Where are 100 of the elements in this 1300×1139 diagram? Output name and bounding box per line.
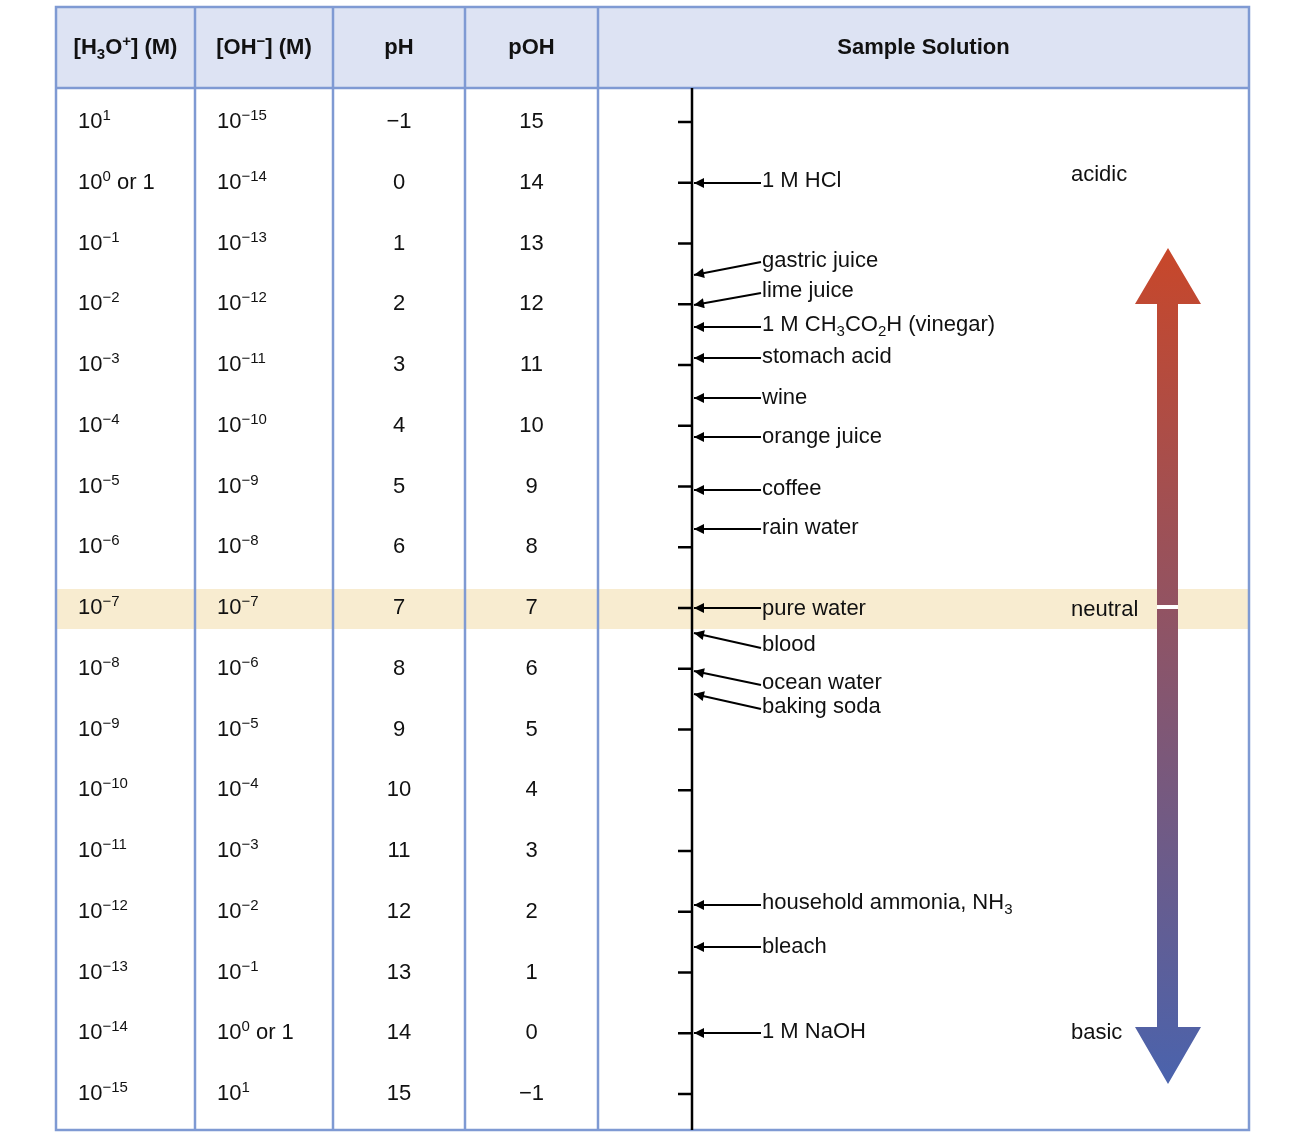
concentration-value: 10$^{−3}$ <box>217 837 259 863</box>
concentration-value: 10$^{−3}$ <box>78 351 120 377</box>
concentration-value: 10$^{−12}$ <box>217 290 267 317</box>
sample-label: baking soda <box>762 693 881 719</box>
leader-line <box>693 432 762 442</box>
poh-value: 12 <box>518 290 545 317</box>
ph-value: −1 <box>385 108 413 134</box>
leader-line <box>693 485 762 495</box>
ph-value: 11 <box>386 837 412 863</box>
concentration-value: 10$^{−14}$ <box>217 168 267 195</box>
column-header: pOH <box>507 34 556 60</box>
column-header: pH <box>383 34 415 60</box>
ph-value: 7 <box>391 594 407 620</box>
leader-line <box>693 630 762 649</box>
sample-label: wine <box>762 384 808 410</box>
leader-line <box>693 942 762 952</box>
concentration-value: 10$^{−2}$ <box>78 290 120 317</box>
column-header: [OH$^{−}$] (M) <box>215 34 313 60</box>
column-header: Sample Solution <box>836 34 1011 60</box>
poh-value: 2 <box>524 897 539 924</box>
sample-label: household ammonia, NH$_{3}$ <box>762 889 1013 915</box>
concentration-value: 10$^{−7}$ <box>217 594 259 620</box>
concentration-value: 10$^{−10}$ <box>78 776 128 803</box>
ph-value: 0 <box>391 168 407 195</box>
sample-label: stomach acid <box>762 343 892 369</box>
concentration-value: 10$^{−1}$ <box>217 958 259 985</box>
poh-value: 9 <box>524 472 539 499</box>
concentration-value: 10$^{−15}$ <box>217 108 267 134</box>
ph-value: 8 <box>391 654 407 681</box>
ph-value: 14 <box>385 1019 413 1046</box>
concentration-value: 10$^{−2}$ <box>217 897 259 924</box>
poh-value: 6 <box>524 654 539 681</box>
poh-value: 5 <box>524 715 539 742</box>
concentration-value: 10$^{−8}$ <box>78 654 120 681</box>
concentration-value: 10$^{−10}$ <box>217 411 267 438</box>
sample-label: 1 M HCl <box>762 167 842 193</box>
concentration-value: 10$^{−8}$ <box>217 533 259 560</box>
scale-drawing <box>678 88 694 1130</box>
poh-value: 11 <box>519 351 544 377</box>
concentration-value: 10$^{−11}$ <box>78 837 127 863</box>
concentration-value: 10$^{−4}$ <box>217 776 259 803</box>
sample-label: blood <box>762 631 816 657</box>
sample-label: orange juice <box>762 423 882 449</box>
concentration-value: 10$^{−13}$ <box>78 958 128 985</box>
concentration-value: 10$^{−9}$ <box>78 715 120 742</box>
poh-value: 14 <box>518 168 545 195</box>
ph-value: 5 <box>391 472 407 499</box>
sample-label: ocean water <box>762 669 882 695</box>
concentration-value: 10$^{1}$ <box>217 1080 250 1106</box>
ph-value: 4 <box>391 411 407 438</box>
concentration-value: 10$^{0}$ or 1 <box>78 168 155 195</box>
scale-label: acidic <box>1071 161 1128 187</box>
sample-label: rain water <box>762 514 859 540</box>
column-header: [H$_{3}$O$^{+}$] (M) <box>72 34 179 60</box>
sample-label: lime juice <box>762 277 854 303</box>
concentration-value: 10$^{−14}$ <box>78 1019 128 1046</box>
poh-value: 10 <box>518 411 545 438</box>
leader-line <box>693 668 762 686</box>
leader-line <box>693 353 762 363</box>
leader-line <box>693 261 762 278</box>
leader-line <box>693 292 762 309</box>
scale-label: neutral <box>1071 596 1139 622</box>
poh-value: 0 <box>524 1019 539 1046</box>
scale-label: basic <box>1071 1019 1123 1045</box>
sample-label: gastric juice <box>762 247 879 273</box>
leader-line <box>693 1028 762 1038</box>
poh-value: 7 <box>524 594 539 620</box>
sample-label: pure water <box>762 595 866 621</box>
concentration-value: 10$^{−7}$ <box>78 594 120 620</box>
ph-value: 3 <box>391 351 407 377</box>
ph-value: 12 <box>385 897 413 924</box>
sample-label: coffee <box>762 475 822 501</box>
concentration-value: 10$^{−11}$ <box>217 351 266 377</box>
sample-label: 1 M CH$_{3}$CO$_{2}$H (vinegar) <box>762 311 996 337</box>
leader-line <box>693 178 762 188</box>
concentration-value: 10$^{0}$ or 1 <box>217 1019 294 1046</box>
concentration-value: 10$^{−5}$ <box>78 472 120 499</box>
poh-value: 8 <box>524 533 539 560</box>
poh-value: 15 <box>518 108 545 134</box>
concentration-value: 10$^{−13}$ <box>217 229 267 256</box>
ph-value: 6 <box>391 533 407 560</box>
concentration-value: 10$^{−9}$ <box>217 472 259 499</box>
leader-line <box>693 603 762 613</box>
concentration-value: 10$^{−1}$ <box>78 229 120 256</box>
concentration-value: 10$^{−6}$ <box>78 533 120 560</box>
concentration-value: 10$^{−12}$ <box>78 897 128 924</box>
concentration-value: 10$^{−6}$ <box>217 654 259 681</box>
poh-value: 13 <box>518 229 545 256</box>
poh-value: 4 <box>524 776 539 803</box>
ph-value: 15 <box>385 1080 413 1106</box>
concentration-value: 10$^{−5}$ <box>217 715 259 742</box>
ph-value: 2 <box>391 290 407 317</box>
concentration-value: 10$^{−4}$ <box>78 411 120 438</box>
poh-value: 3 <box>524 837 539 863</box>
ph-value: 13 <box>385 958 413 985</box>
sample-label: 1 M NaOH <box>762 1018 866 1044</box>
sample-label: bleach <box>762 933 827 959</box>
leader-line <box>693 691 762 710</box>
ph-value: 10 <box>385 776 413 803</box>
leader-line <box>693 393 762 403</box>
